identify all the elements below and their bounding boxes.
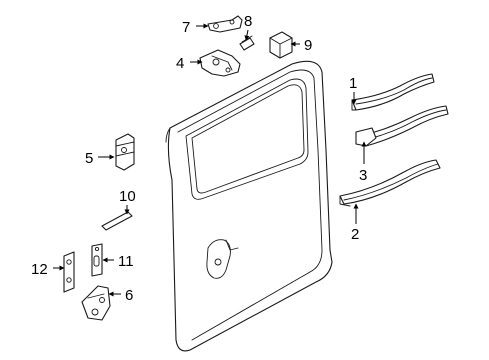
part-8-pin[interactable] bbox=[239, 35, 255, 51]
part-11-latch-plate[interactable] bbox=[91, 243, 103, 277]
door-handle-recess bbox=[206, 239, 239, 279]
part-12-striker[interactable] bbox=[63, 251, 75, 293]
callout-7: 7 bbox=[182, 19, 190, 36]
callout-1: 1 bbox=[349, 75, 357, 92]
callout-11: 11 bbox=[118, 253, 134, 270]
part-2-lower-rail[interactable] bbox=[339, 159, 441, 207]
callout-10: 10 bbox=[119, 188, 136, 205]
part-7-hinge-bracket[interactable] bbox=[207, 15, 243, 33]
part-9-stopper-block[interactable] bbox=[269, 31, 293, 59]
part-4-upper-roller[interactable] bbox=[199, 49, 241, 77]
callout-6: 6 bbox=[125, 287, 133, 304]
part-1-upper-rail[interactable] bbox=[351, 73, 435, 111]
callout-4: 4 bbox=[176, 55, 184, 72]
callout-8: 8 bbox=[244, 13, 252, 30]
sliding-door-panel[interactable] bbox=[165, 60, 333, 352]
callout-labels: 7 8 9 4 1 3 2 5 10 11 12 6 bbox=[31, 13, 367, 304]
callout-12: 12 bbox=[31, 261, 48, 278]
part-6-lower-roller[interactable] bbox=[81, 285, 111, 321]
part-3-center-rail[interactable] bbox=[355, 105, 449, 147]
leader-lines bbox=[53, 23, 367, 297]
callout-9: 9 bbox=[304, 37, 312, 54]
callout-3: 3 bbox=[359, 167, 367, 184]
part-5-center-hinge[interactable] bbox=[115, 133, 135, 171]
callout-2: 2 bbox=[351, 226, 359, 243]
door-window-frame bbox=[185, 78, 309, 200]
part-10-rod[interactable] bbox=[101, 211, 133, 231]
callout-5: 5 bbox=[85, 150, 93, 167]
